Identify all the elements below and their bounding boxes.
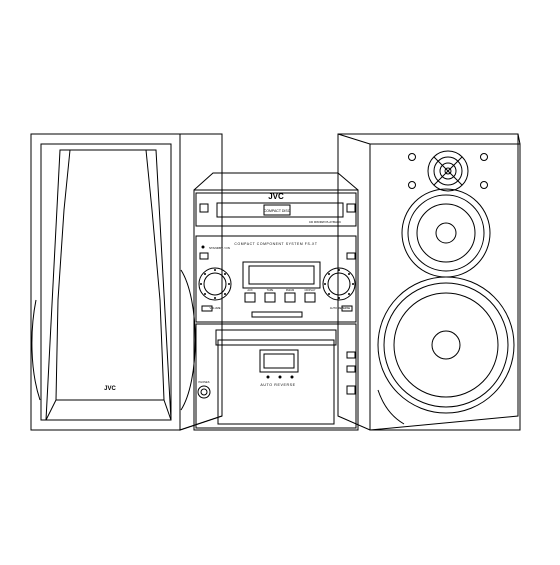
- left-speaker-side-bulge: [180, 269, 196, 411]
- left-speaker-grille-frame: [40, 143, 172, 421]
- cd-badge: COMPACT DISC: [264, 209, 291, 213]
- amp-bottom-strip: [251, 311, 303, 318]
- speaker-logo: JVC: [104, 386, 116, 392]
- cd-power-button[interactable]: [346, 203, 356, 213]
- amp-right-button[interactable]: [346, 252, 356, 260]
- screw: [480, 181, 488, 189]
- amp-section: [195, 235, 357, 323]
- deck-eject-button[interactable]: [346, 385, 356, 395]
- left-knob-label: VOLUME: [210, 306, 221, 310]
- deck-button[interactable]: [346, 351, 356, 359]
- deck-section: [195, 323, 357, 429]
- source-button[interactable]: [264, 292, 276, 303]
- cd-badge-frame: [263, 204, 291, 216]
- left-speaker-grille: [45, 149, 172, 421]
- deck-button[interactable]: [346, 365, 356, 373]
- source-label-tuner: FM/AM: [286, 288, 294, 292]
- source-label-tape: TAPE: [267, 288, 274, 292]
- standby-button[interactable]: [199, 252, 209, 260]
- woofer-driver: [377, 276, 515, 414]
- phones-label: PHONES: [199, 380, 210, 384]
- phones-jack[interactable]: [197, 385, 211, 399]
- right-speaker-front: [369, 143, 521, 431]
- screw: [480, 153, 488, 161]
- display-window: [242, 261, 321, 289]
- source-button[interactable]: [284, 292, 296, 303]
- deck-caption: AUTO REVERSE: [260, 383, 295, 387]
- main-unit: [193, 172, 359, 431]
- left-speaker: [30, 133, 223, 431]
- standby-label: STANDBY / ON: [209, 246, 230, 250]
- screw: [408, 181, 416, 189]
- source-label-aux: AUX: [247, 288, 253, 292]
- cassette-window: [259, 349, 299, 373]
- cd-section: [195, 192, 357, 227]
- cd-tray: [216, 202, 344, 218]
- right-speaker: [337, 133, 521, 431]
- multi-control-knob[interactable]: [322, 267, 356, 301]
- main-unit-body: [193, 189, 359, 431]
- cd-eject-button[interactable]: [199, 203, 209, 213]
- cassette-door[interactable]: [217, 339, 335, 425]
- right-knob-label: AUTO REVERSE: [330, 306, 351, 310]
- midrange-driver: [401, 188, 491, 278]
- source-label-cd: CD/PLAY: [305, 288, 316, 292]
- screw: [408, 153, 416, 161]
- tweeter: [427, 150, 469, 192]
- volume-knob[interactable]: [198, 267, 232, 301]
- system-name: COMPACT COMPONENT SYSTEM FS-XT: [234, 242, 317, 246]
- source-button[interactable]: [304, 292, 316, 303]
- brand-logo: JVC: [268, 192, 284, 201]
- cd-caption: CD RW/RW PLAYBACK: [309, 220, 341, 224]
- main-unit-top: [193, 172, 359, 191]
- source-button[interactable]: [244, 292, 256, 303]
